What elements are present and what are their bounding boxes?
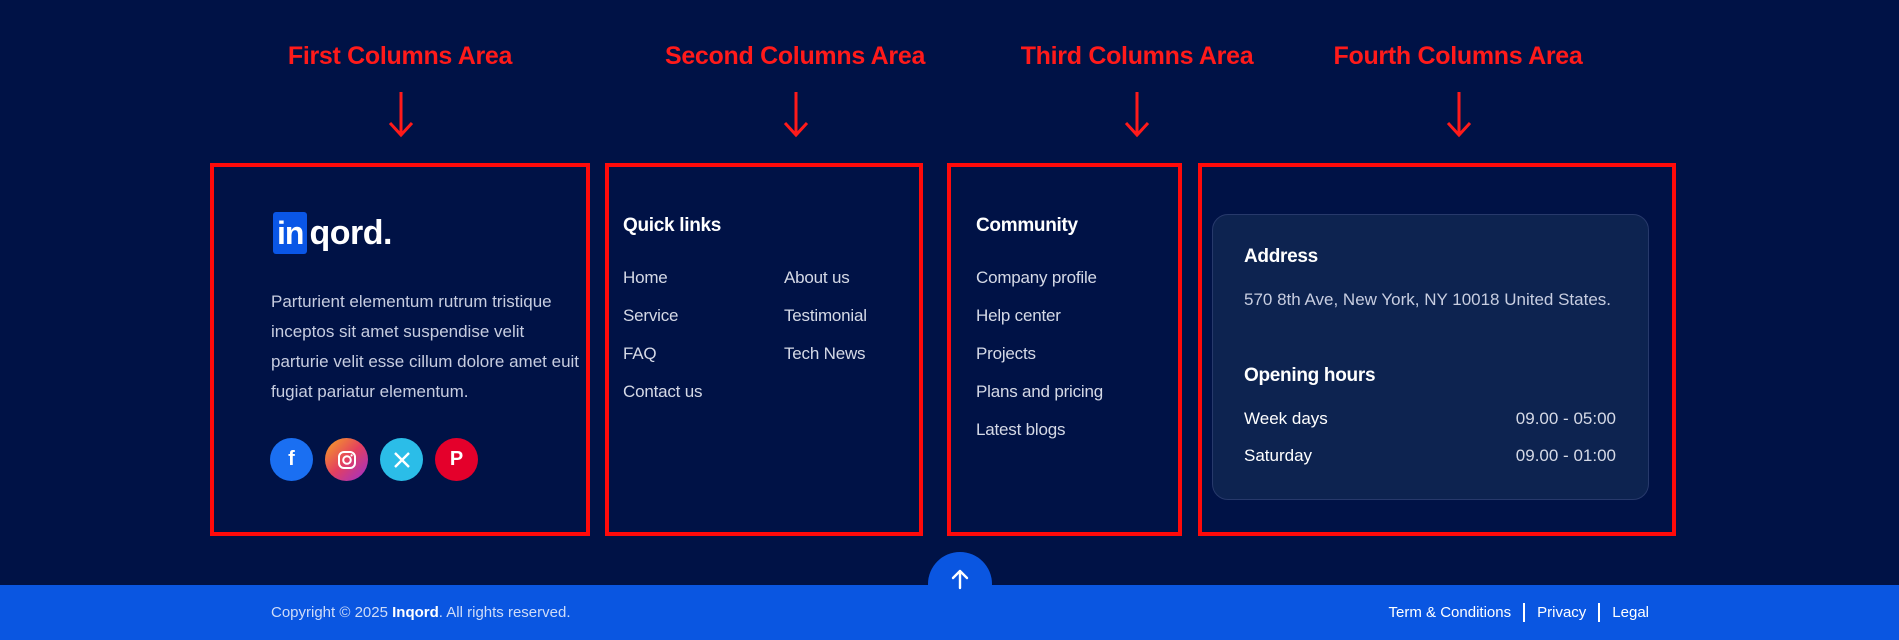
opening-hours-heading: Opening hours [1244,365,1376,386]
logo-wordmark: qord. [309,213,392,252]
x-icon[interactable] [380,438,423,481]
third-columns-label: Third Columns Area [1020,42,1254,70]
community-link-projects[interactable]: Projects [976,344,1036,363]
hours-row: Week days 09.00 - 05:00 [1244,409,1616,429]
pinterest-icon[interactable]: P [435,438,478,481]
copyright-brand: Inqord [392,604,439,621]
quick-link-home[interactable]: Home [623,268,668,287]
quick-links-list-2: About us Testimonial Tech News [784,259,867,373]
third-column-outline [947,163,1182,536]
hours-day: Week days [1244,409,1328,428]
terms-link[interactable]: Term & Conditions [1388,604,1512,621]
quick-links-list-1: Home Service FAQ Contact us [623,259,702,411]
scroll-to-top-button[interactable] [928,552,992,616]
hours-day: Saturday [1244,446,1313,465]
address-text: 570 8th Ave, New York, NY 10018 United S… [1244,290,1612,309]
quick-link-tech-news[interactable]: Tech News [784,344,866,363]
social-links: f P [270,438,478,481]
second-columns-label: Second Columns Area [664,42,926,70]
contact-info-card: Address 570 8th Ave, New York, NY 10018 … [1212,214,1649,500]
community-link-latest-blogs[interactable]: Latest blogs [976,420,1066,439]
community-list: Company profile Help center Projects Pla… [976,259,1103,449]
quick-link-testimonial[interactable]: Testimonial [784,306,867,325]
first-column-outline [210,163,590,536]
fourth-columns-label: Fourth Columns Area [1333,42,1583,70]
legal-links: Term & Conditions Privacy Legal [1389,603,1649,622]
facebook-icon[interactable]: f [270,438,313,481]
quick-link-about[interactable]: About us [784,268,850,287]
community-heading: Community [976,215,1078,236]
arrow-up-icon [951,569,969,590]
divider [1598,603,1601,622]
hours-time: 09.00 - 05:00 [1515,409,1616,428]
second-column-outline [605,163,923,536]
arrow-down-icon [1446,92,1472,138]
quick-links-heading: Quick links [623,215,722,236]
community-link-help-center[interactable]: Help center [976,306,1061,325]
arrow-down-icon [388,92,414,138]
legal-link[interactable]: Legal [1612,604,1649,621]
copyright-text: Copyright © 2025 Inqord. All rights rese… [271,604,571,621]
logo-badge: in [273,212,308,254]
quick-link-faq[interactable]: FAQ [623,344,657,363]
copyright-prefix: Copyright © 2025 [271,604,393,621]
divider [1523,603,1526,622]
quick-link-service[interactable]: Service [623,306,679,325]
copyright-suffix: . All rights reserved. [438,604,571,621]
address-heading: Address [1244,246,1318,267]
community-link-company-profile[interactable]: Company profile [976,268,1097,287]
community-link-plans-pricing[interactable]: Plans and pricing [976,382,1104,401]
brand-logo[interactable]: in qord. [273,212,392,254]
first-columns-label: First Columns Area [287,42,513,70]
hours-time: 09.00 - 01:00 [1515,446,1616,465]
quick-link-contact[interactable]: Contact us [623,382,703,401]
instagram-icon[interactable] [325,438,368,481]
arrow-down-icon [783,92,809,138]
hours-row: Saturday 09.00 - 01:00 [1244,446,1616,466]
fourth-column-outline [1198,163,1676,536]
arrow-down-icon [1124,92,1150,138]
brand-description: Parturient elementum rutrum tristique in… [271,292,580,401]
privacy-link[interactable]: Privacy [1537,604,1587,621]
